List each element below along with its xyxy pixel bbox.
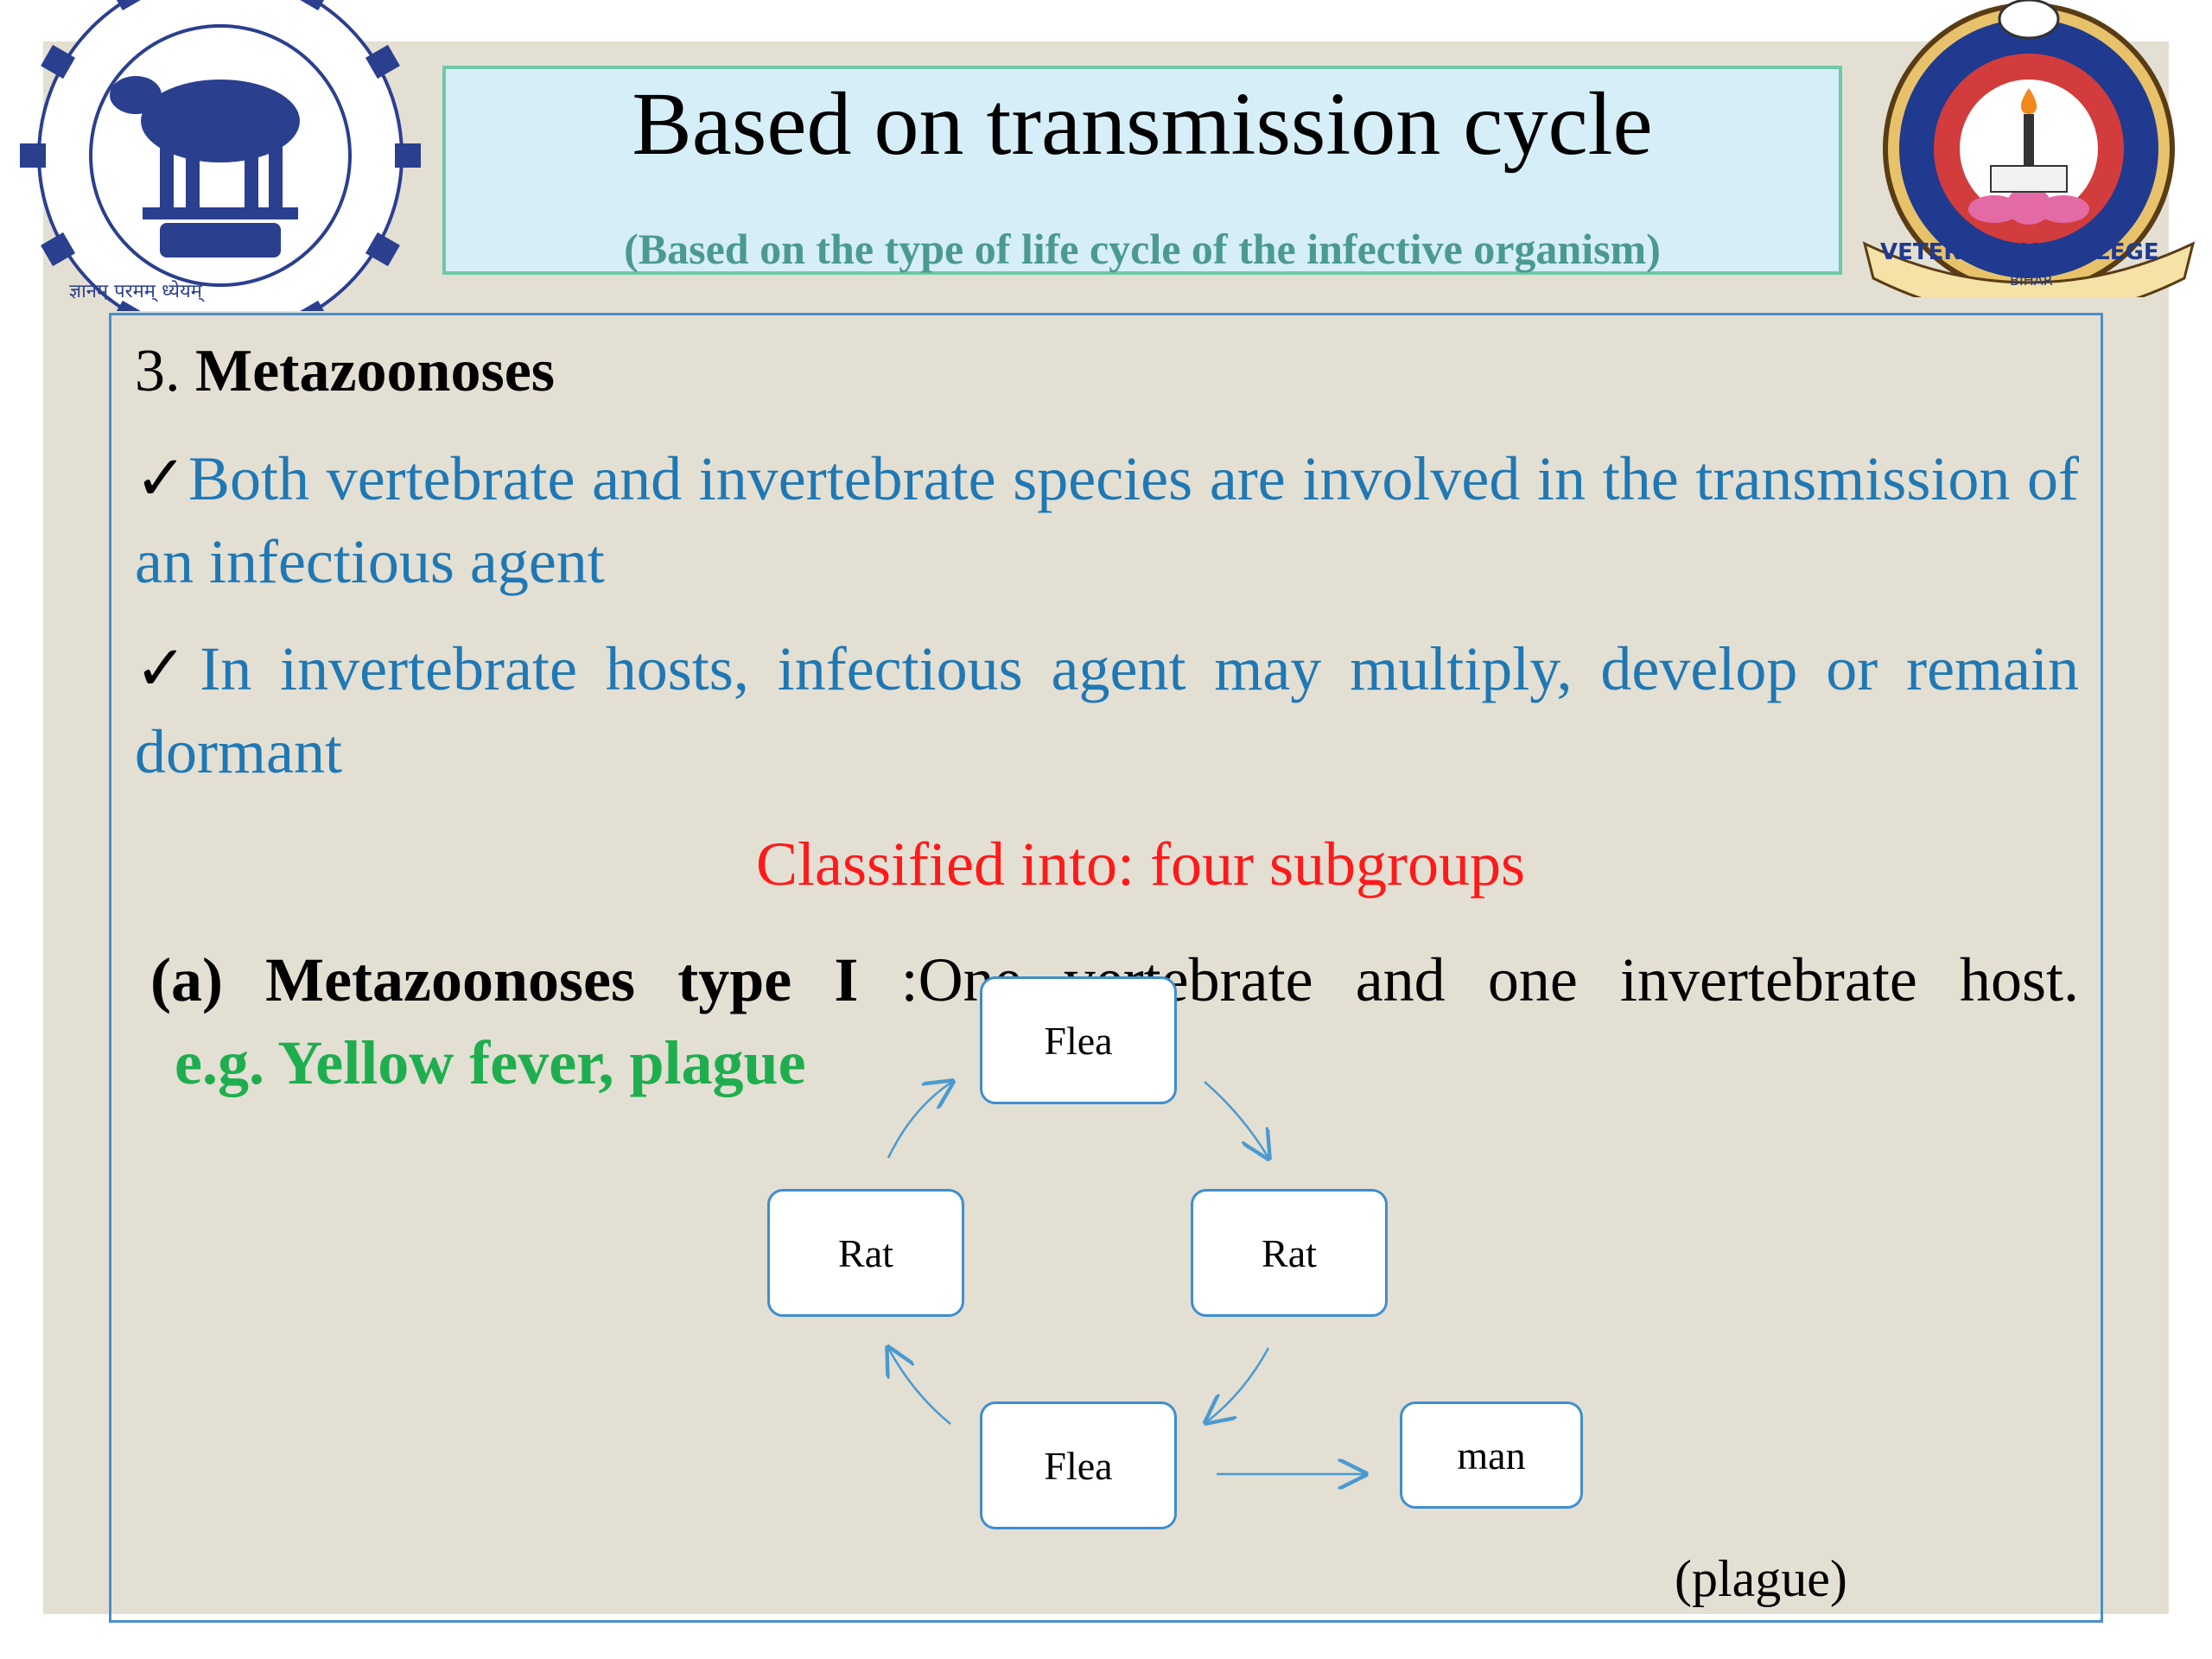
bullet-text-1: Both vertebrate and invertebrate species… bbox=[135, 444, 2079, 596]
diagram-caption: (plague) bbox=[1675, 1550, 1847, 1607]
type-label: (a) Metazoonoses type I bbox=[150, 945, 859, 1014]
svg-text:BIHAR: BIHAR bbox=[2010, 272, 2053, 289]
svg-text:ज्ञानम् परमम् ध्येयम्: ज्ञानम् परमम् ध्येयम् bbox=[69, 280, 205, 302]
page-title: Based on transmission cycle bbox=[632, 74, 1653, 174]
svg-text:VETERINARY COLLEGE: VETERINARY COLLEGE bbox=[1880, 239, 2159, 265]
heading-text: Metazoonoses bbox=[195, 338, 556, 404]
example-text: e.g. Yellow fever, plague bbox=[175, 1028, 806, 1097]
bullet-point-1: ✓Both vertebrate and invertebrate specie… bbox=[135, 437, 2079, 603]
node-flea-bottom: Flea bbox=[980, 1402, 1177, 1529]
node-man: man bbox=[1400, 1402, 1583, 1509]
bullet-text-2: In invertebrate hosts, infectious agent … bbox=[135, 634, 2080, 786]
bullet-point-2: ✓In invertebrate hosts, infectious agent… bbox=[135, 627, 2079, 793]
veterinary-college-logo: VETERINARY COLLEGE BIHAR bbox=[1862, 0, 2196, 297]
page-subtitle: (Based on the type of life cycle of the … bbox=[624, 225, 1661, 273]
classification-note: Classified into: four subgroups bbox=[756, 830, 1525, 899]
checkmark-icon: ✓ bbox=[135, 444, 188, 513]
node-rat-right: Rat bbox=[1191, 1189, 1388, 1317]
heading-number: 3. bbox=[135, 338, 181, 404]
basu-logo: ज्ञानम् परमम् ध्येयम् bbox=[20, 0, 421, 311]
content-box bbox=[109, 313, 2103, 1623]
checkmark-icon: ✓ bbox=[135, 634, 200, 703]
node-rat-left: Rat bbox=[767, 1189, 964, 1317]
node-flea-top: Flea bbox=[980, 976, 1177, 1104]
title-box: Based on transmission cycle (Based on th… bbox=[442, 66, 1842, 275]
section-heading: 3. Metazoonoses bbox=[135, 337, 555, 406]
slide-background bbox=[43, 41, 2169, 1614]
